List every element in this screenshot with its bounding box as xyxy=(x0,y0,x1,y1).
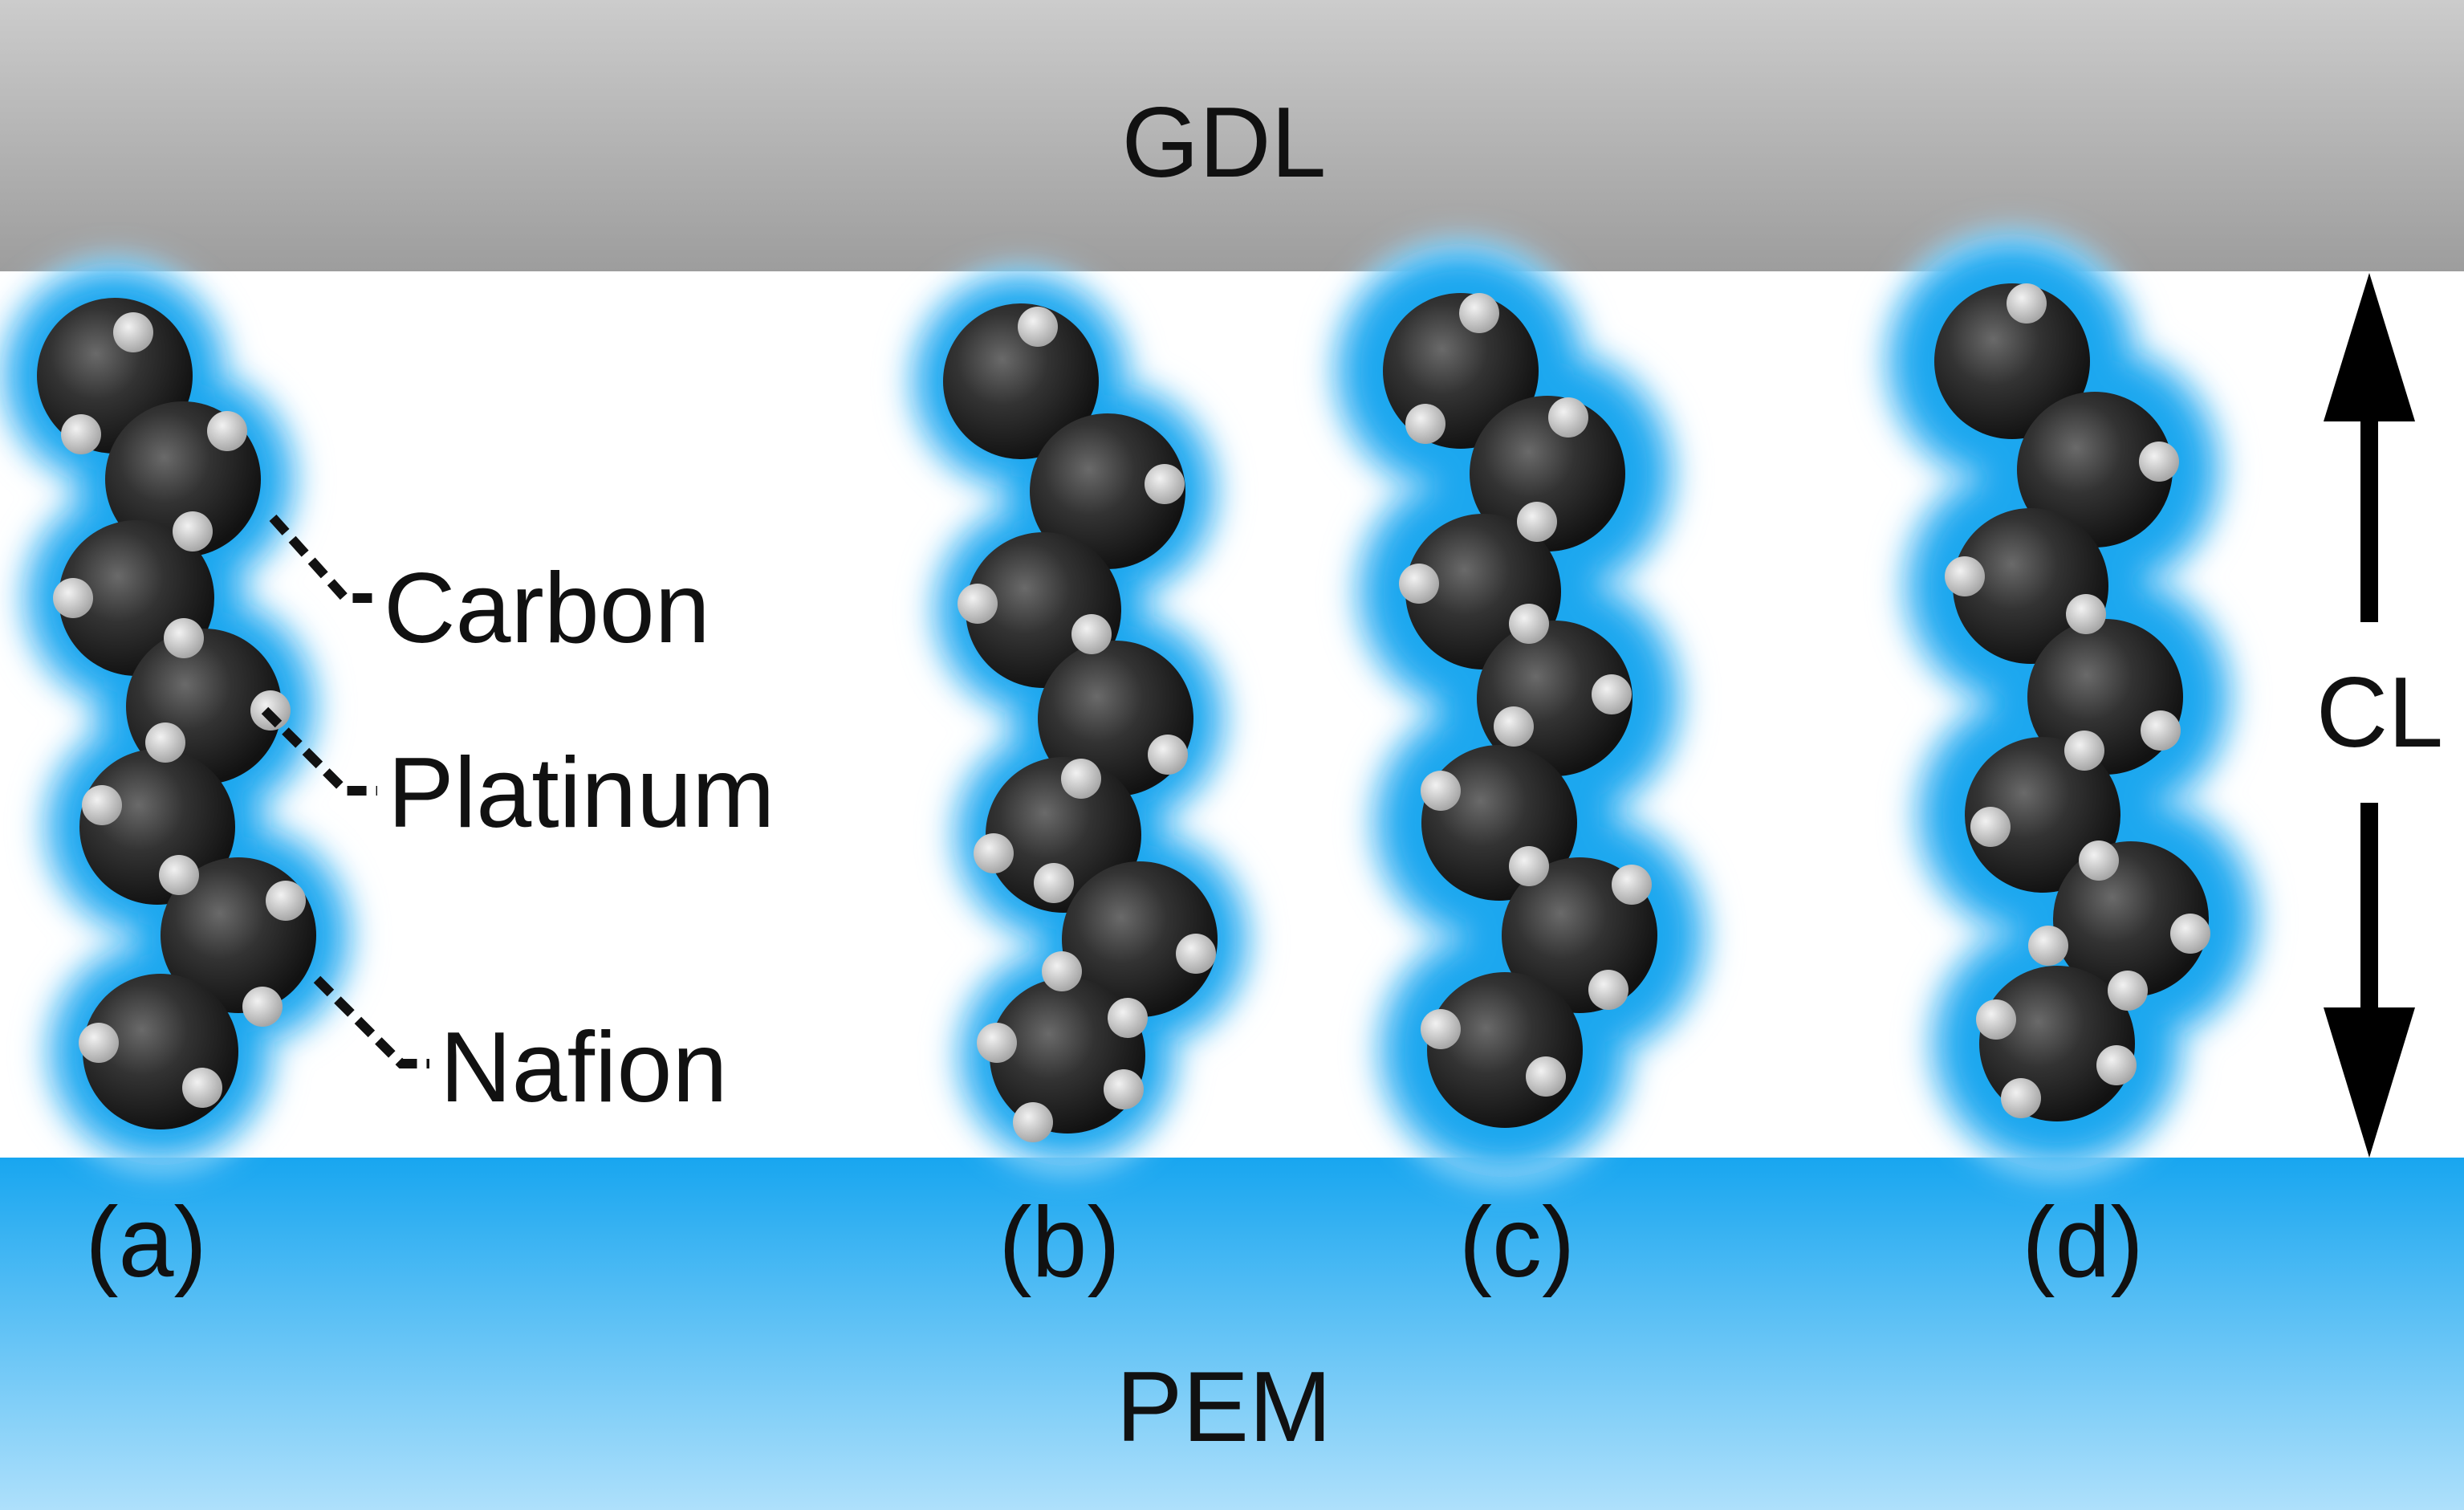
platinum-particle xyxy=(1108,998,1148,1038)
platinum-particle xyxy=(2139,442,2179,482)
platinum-particle xyxy=(159,855,199,895)
platinum-particle xyxy=(1042,951,1082,991)
platinum-particle xyxy=(2066,594,2106,634)
platinum-particle xyxy=(2108,971,2148,1011)
arrow-head-up xyxy=(2324,273,2415,421)
platinum-particle xyxy=(173,511,213,551)
platinum-particle xyxy=(53,578,93,618)
platinum-particle xyxy=(1421,1009,1461,1049)
panel-label-b: (b) xyxy=(998,1187,1120,1298)
platinum-particle xyxy=(2001,1078,2041,1118)
cl-thickness-arrow xyxy=(2324,273,2415,1158)
platinum-particle xyxy=(1148,735,1188,775)
carbon-leader xyxy=(269,514,377,603)
platinum-particle xyxy=(974,833,1014,873)
platinum-callout: Platinum xyxy=(388,738,775,849)
platinum-particle xyxy=(1526,1056,1566,1097)
platinum-particle xyxy=(113,312,153,352)
platinum-particle xyxy=(1145,464,1185,504)
platinum-leader xyxy=(261,706,377,796)
carbon-particle xyxy=(2017,392,2173,547)
platinum-particle xyxy=(1399,564,1439,604)
platinum-particle xyxy=(1976,999,2016,1040)
nafion-leader xyxy=(313,975,429,1068)
panel-label-c: (c) xyxy=(1459,1187,1576,1298)
platinum-particle xyxy=(1588,970,1628,1010)
platinum-particle xyxy=(1405,404,1445,444)
panel-label-a: (a) xyxy=(85,1187,207,1298)
platinum-particle xyxy=(61,414,101,454)
platinum-particle xyxy=(82,785,122,825)
gdl-label: GDL xyxy=(1122,88,1327,198)
cl-label: CL xyxy=(2316,657,2444,768)
gdl-layer xyxy=(0,0,2464,271)
platinum-particle xyxy=(1071,614,1112,654)
platinum-particle xyxy=(2170,914,2210,954)
carbon-particle xyxy=(1427,972,1583,1128)
platinum-particle xyxy=(1176,934,1216,974)
platinum-particle xyxy=(958,584,998,624)
platinum-particle xyxy=(1421,771,1461,811)
nafion-callout: Nafion xyxy=(440,1012,727,1123)
platinum-particle xyxy=(1013,1102,1053,1142)
carbon-particle xyxy=(1030,413,1185,569)
platinum-particle xyxy=(1061,759,1101,799)
carbon-particle xyxy=(943,303,1099,459)
panel-label-d: (d) xyxy=(2022,1187,2144,1298)
platinum-particle xyxy=(1970,807,2011,847)
platinum-particle xyxy=(266,881,306,921)
platinum-particle xyxy=(2064,731,2104,771)
platinum-particle xyxy=(1548,397,1588,438)
platinum-particle xyxy=(2028,926,2068,966)
platinum-particle xyxy=(977,1023,1017,1063)
platinum-particle xyxy=(2079,840,2119,881)
carbon-particle xyxy=(1470,396,1625,551)
carbon-particle xyxy=(1062,861,1218,1017)
platinum-particle xyxy=(207,411,247,451)
platinum-particle xyxy=(242,987,283,1027)
platinum-particle xyxy=(1612,865,1652,905)
platinum-particle xyxy=(1517,502,1557,542)
platinum-particle xyxy=(2096,1045,2137,1085)
agglomerate-a xyxy=(0,256,358,1171)
platinum-particle xyxy=(79,1023,119,1063)
platinum-particle xyxy=(145,722,185,763)
platinum-particle xyxy=(1494,706,1534,747)
platinum-particle xyxy=(2007,283,2047,324)
platinum-particle xyxy=(164,618,204,658)
platinum-particle xyxy=(1592,674,1632,714)
agglomerate-d xyxy=(1879,228,2264,1177)
carbon-callout: Carbon xyxy=(384,553,710,664)
platinum-particle xyxy=(1018,307,1058,347)
platinum-particle xyxy=(1104,1069,1144,1109)
platinum-particle xyxy=(1509,846,1549,886)
platinum-particle xyxy=(1034,863,1074,903)
platinum-particle xyxy=(1459,293,1499,333)
arrow-head-down xyxy=(2324,1007,2415,1158)
agglomerate-b xyxy=(905,265,1256,1172)
carbon-particle xyxy=(1934,283,2090,439)
platinum-particle xyxy=(182,1068,222,1108)
agglomerate-c xyxy=(1328,238,1713,1183)
carbon-particle xyxy=(2053,841,2209,997)
platinum-particle xyxy=(1945,556,1985,596)
pem-label: PEM xyxy=(1116,1352,1332,1463)
platinum-particle xyxy=(1509,604,1549,644)
callout-leaders xyxy=(261,514,429,1068)
platinum-particle xyxy=(2141,710,2181,751)
pem-layer xyxy=(0,1158,2464,1510)
